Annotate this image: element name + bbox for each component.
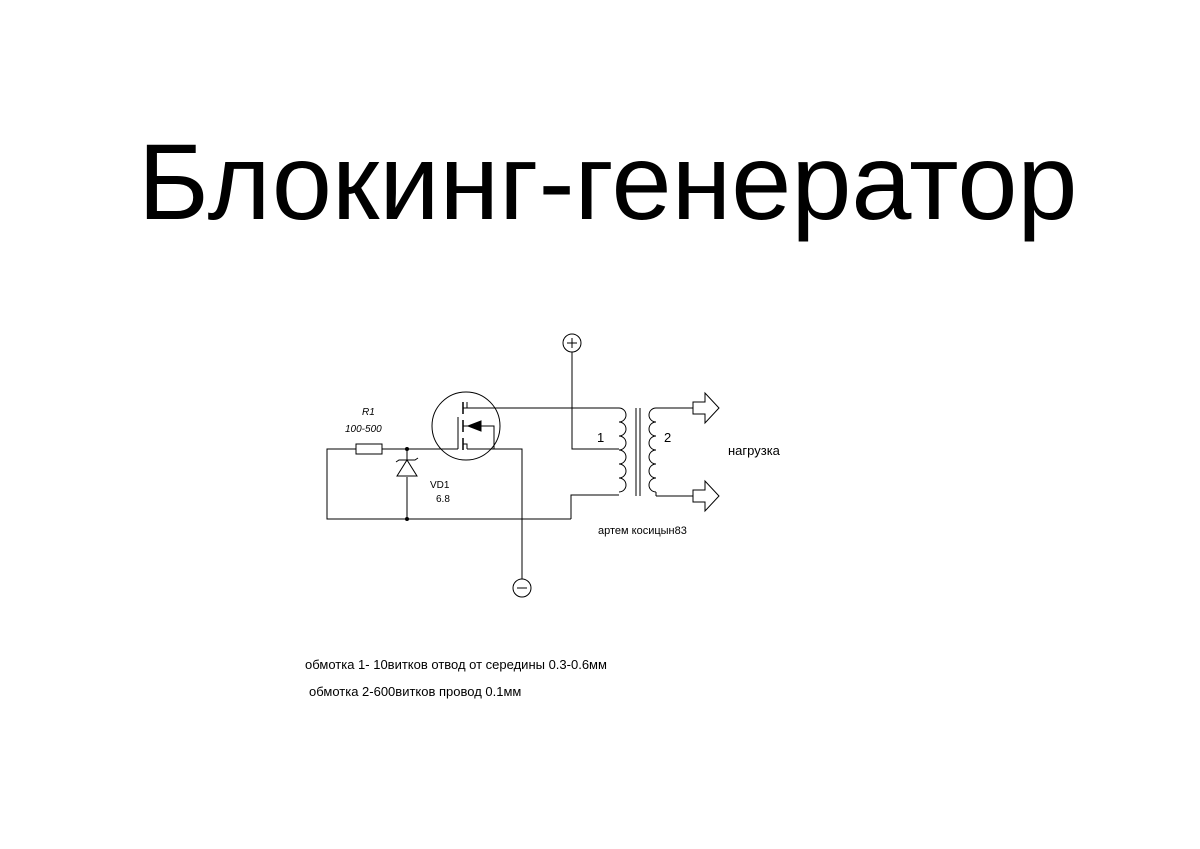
winding-2-coil	[648, 407, 657, 493]
minus-terminal-icon	[512, 578, 532, 598]
author-label: артем косицын83	[598, 525, 687, 537]
zener-diode-vd1	[395, 457, 419, 477]
transformer	[601, 407, 693, 497]
vd1-value: 6.8	[436, 494, 450, 505]
wire-left-loop	[326, 448, 571, 520]
r1-value: 100-500	[345, 424, 382, 435]
output-arrow-icon	[692, 479, 720, 513]
mosfet-transistor	[431, 391, 501, 461]
load-label: нагрузка	[728, 443, 781, 458]
winding-2-label: 2	[664, 430, 671, 445]
wires	[326, 352, 601, 579]
winding-1-coil	[618, 407, 627, 493]
wire-winding1-bottom	[570, 494, 601, 519]
vd1-ref: VD1	[430, 480, 450, 491]
winding-1-note: обмотка 1- 10витков отвод от середины 0.…	[305, 657, 607, 672]
transformer-core	[635, 408, 641, 496]
junction-dot	[405, 517, 409, 521]
wire-source	[467, 448, 523, 579]
junction-dot	[405, 447, 409, 451]
wire-plus-tap	[571, 352, 601, 450]
plus-terminal-icon	[562, 333, 582, 353]
output-arrow-icon	[692, 391, 720, 425]
resistor-r1	[355, 443, 383, 455]
r1-ref: R1	[362, 407, 375, 418]
winding-2-note: обмотка 2-600витков провод 0.1мм	[309, 684, 522, 699]
winding-1-label: 1	[597, 430, 604, 445]
page-title: Блокинг-генератор	[138, 121, 1078, 242]
